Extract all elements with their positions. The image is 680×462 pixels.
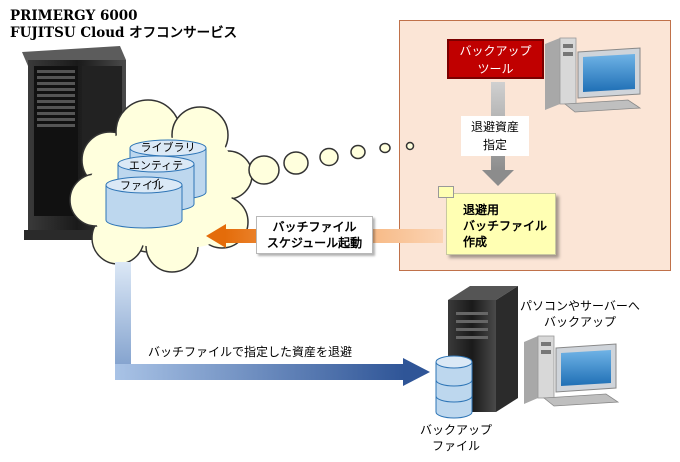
header-title: PRIMERGY 6000 xyxy=(10,8,138,24)
pc-backup-line2: バックアップ xyxy=(543,315,616,329)
backup-tool-line2: ツール xyxy=(477,62,514,76)
header-subtitle: FUJITSU Cloud オフコンサービス xyxy=(10,25,238,41)
note-line1: 退避用 xyxy=(463,203,500,217)
transfer-label: バッチファイルで指定した資産を退避 xyxy=(148,345,353,359)
db-library-label: ライブラリ xyxy=(140,141,196,154)
note-line2: バッチファイル xyxy=(463,219,548,233)
batch-schedule-box: バッチファイル スケジュール起動 xyxy=(256,216,373,254)
batch-line2: スケジュール起動 xyxy=(266,236,363,250)
desktop-pc-icon xyxy=(524,335,620,407)
backup-file-line1: バックアップ xyxy=(419,423,492,437)
note-tab xyxy=(438,186,454,198)
backup-file-line2: ファイル xyxy=(431,439,480,453)
backup-tool-line1: バックアップ xyxy=(459,44,532,58)
pc-backup-line1: パソコンやサーバーへ xyxy=(520,299,640,313)
evac-line2: 指定 xyxy=(482,138,507,152)
backup-db-icon xyxy=(435,355,473,419)
batch-create-note: 退避用 バッチファイル 作成 xyxy=(446,193,556,255)
pc-icon xyxy=(545,37,642,113)
evac-line1: 退避資産 xyxy=(470,120,519,134)
backup-tool-button[interactable]: バックアップ ツール xyxy=(447,39,544,79)
transfer-arrow xyxy=(115,262,430,386)
backup-file-label: バックアップ ファイル xyxy=(418,422,494,454)
evac-spec-label: 退避資産 指定 xyxy=(461,116,529,156)
pc-backup-label: パソコンやサーバーへ バックアップ xyxy=(518,298,642,330)
db-entity-label: エンティティ xyxy=(128,159,184,188)
db-file-label: ファイル xyxy=(120,179,164,192)
batch-line1: バッチファイル xyxy=(272,220,357,234)
thought-bubbles xyxy=(248,141,415,185)
db-file-icon xyxy=(105,176,183,229)
note-line3: 作成 xyxy=(463,235,488,249)
